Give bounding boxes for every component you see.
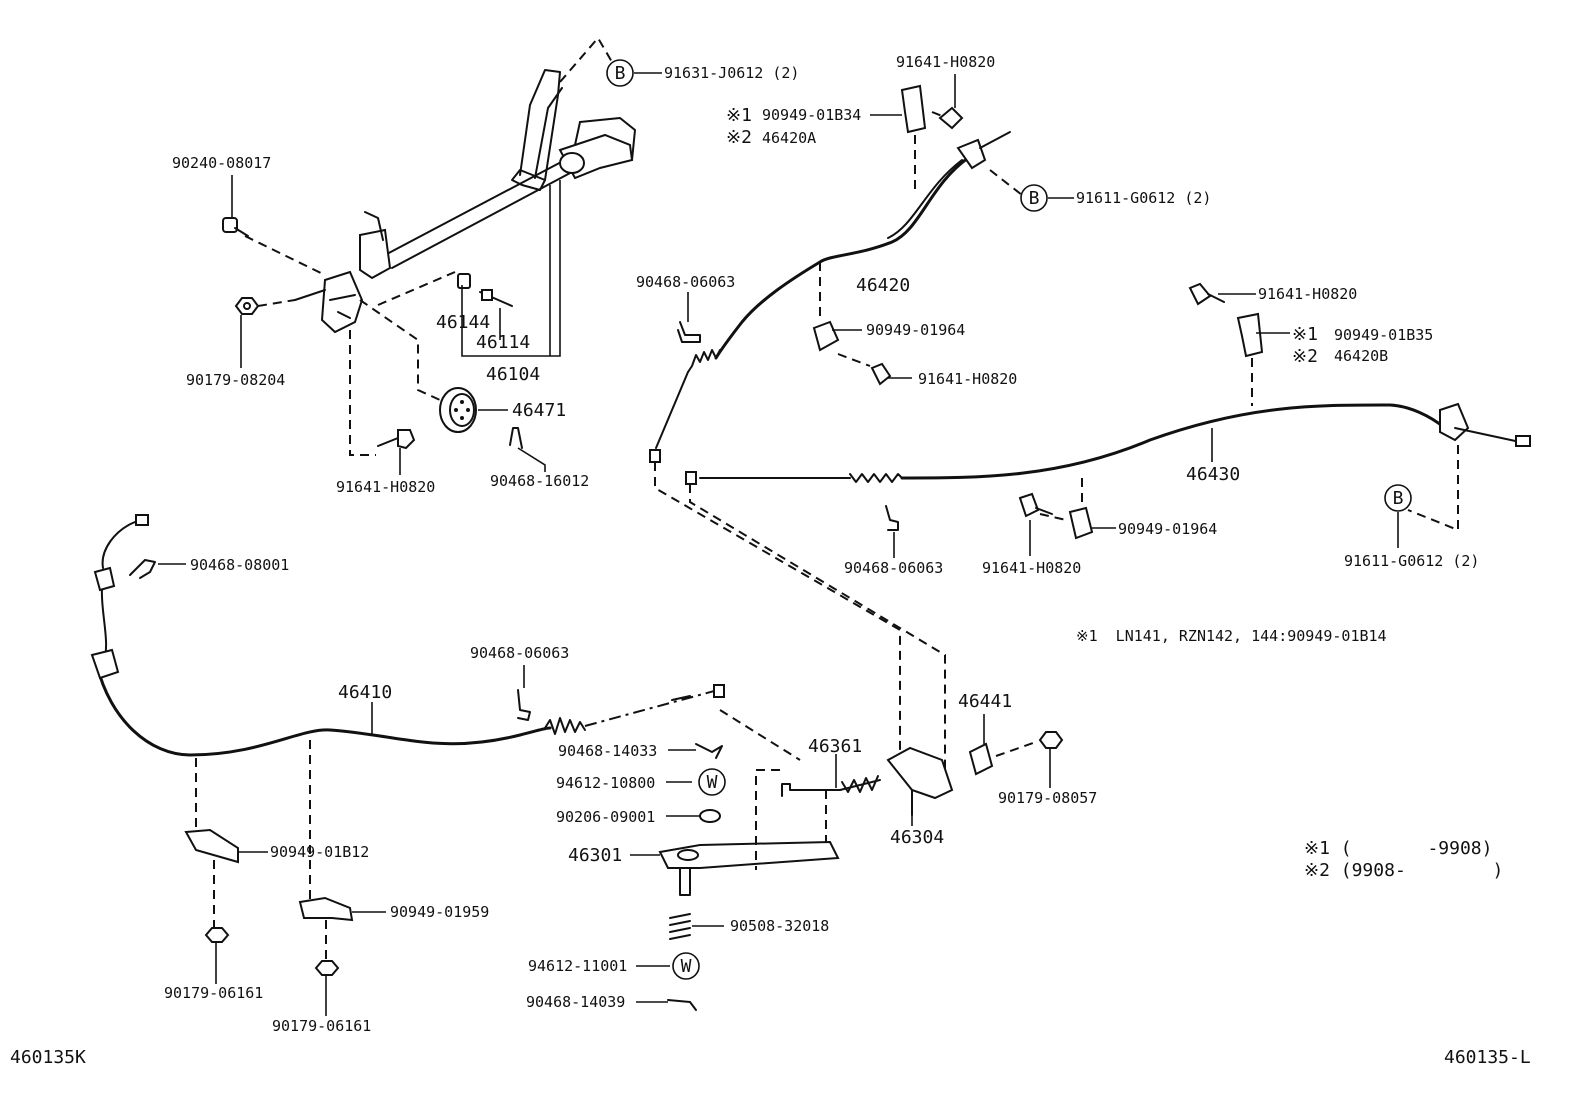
label-90949-01964-b: 90949-01964	[1118, 520, 1217, 538]
marker-b-3: B	[1393, 488, 1404, 509]
note-models: ※1 LN141, RZN142, 144:90949-01B14	[1076, 627, 1387, 645]
note-date-1: ※1 ( -9908)	[1304, 838, 1492, 859]
cable-46420-dash	[819, 111, 1023, 367]
label-90468-14039: 90468-14039	[526, 993, 625, 1011]
equalizer-assembly	[658, 731, 1064, 1011]
label-90949-01964-a: 90949-01964	[866, 321, 965, 339]
equalizer-dash	[755, 741, 1037, 870]
label-90468-06063-b: 90468-06063	[844, 559, 943, 577]
cable-46430-dash	[654, 358, 1459, 780]
label-90949-01b34: 90949-01B34	[762, 106, 861, 124]
label-46471: 46471	[512, 400, 566, 421]
label-91631-j0612: 91631-J0612 (2)	[664, 64, 799, 82]
label-91611-g0612-b: 91611-G0612 (2)	[1344, 552, 1479, 570]
label-91641-h0820-d: 91641-H0820	[1258, 285, 1357, 303]
label-90949-01b12: 90949-01B12	[270, 843, 369, 861]
label-mark2-top: ※2	[726, 127, 752, 148]
cable-46420	[649, 84, 1011, 463]
notes: ※1 LN141, RZN142, 144:90949-01B14 ※1 ( -…	[1076, 627, 1503, 881]
lever-dash-lines	[244, 36, 613, 456]
label-46420b: 46420B	[1334, 347, 1388, 365]
footer-code-right: 460135-L	[1444, 1047, 1531, 1068]
note-date-2: ※2 (9908- )	[1304, 860, 1503, 881]
label-46304: 46304	[890, 827, 944, 848]
label-90179-06161-b: 90179-06161	[272, 1017, 371, 1035]
label-90949-01b35: 90949-01B35	[1334, 326, 1433, 344]
marker-w-1: W	[707, 772, 718, 793]
cable-46410	[90, 514, 725, 976]
footer-code-left: 460135K	[10, 1047, 86, 1068]
label-46430: 46430	[1186, 464, 1240, 485]
label-90949-01959: 90949-01959	[390, 903, 489, 921]
marker-w-2: W	[681, 956, 692, 977]
cable-46430	[685, 282, 1531, 540]
label-mark2-right: ※2	[1292, 346, 1318, 367]
label-90179-06161-a: 90179-06161	[164, 984, 263, 1002]
label-46420: 46420	[856, 275, 910, 296]
label-91641-h0820-b: 91641-H0820	[896, 53, 995, 71]
circled-markers: B B B W W	[606, 59, 1412, 980]
label-94612-10800: 94612-10800	[556, 774, 655, 792]
label-90508-32018: 90508-32018	[730, 917, 829, 935]
label-46361: 46361	[808, 736, 862, 757]
label-90179-08057: 90179-08057	[998, 789, 1097, 807]
label-90468-06063-a: 90468-06063	[636, 273, 735, 291]
marker-b-1: B	[615, 63, 626, 84]
label-46301: 46301	[568, 845, 622, 866]
label-90468-14033: 90468-14033	[558, 742, 657, 760]
label-mark1-top: ※1	[726, 105, 752, 126]
label-46114: 46114	[476, 332, 530, 353]
label-91641-h0820-c: 91641-H0820	[918, 370, 1017, 388]
label-46144: 46144	[436, 312, 490, 333]
label-90206-09001: 90206-09001	[556, 808, 655, 826]
label-91641-h0820-a: 91641-H0820	[336, 478, 435, 496]
label-90179-08204: 90179-08204	[186, 371, 285, 389]
label-91641-h0820-e: 91641-H0820	[982, 559, 1081, 577]
label-90468-06063-c: 90468-06063	[470, 644, 569, 662]
label-46410: 46410	[338, 682, 392, 703]
label-46441: 46441	[958, 691, 1012, 712]
marker-b-2: B	[1029, 188, 1040, 209]
part-labels: 91631-J0612 (2) 90240-08017 90179-08204 …	[164, 53, 1479, 1035]
label-mark1-right: ※1	[1292, 324, 1318, 345]
label-46420a: 46420A	[762, 129, 816, 147]
label-46104: 46104	[486, 364, 540, 385]
label-91611-g0612-a: 91611-G0612 (2)	[1076, 189, 1211, 207]
label-90468-16012: 90468-16012	[490, 472, 589, 490]
label-90468-08001: 90468-08001	[190, 556, 289, 574]
label-90240-08017: 90240-08017	[172, 154, 271, 172]
cable-46410-dash	[195, 709, 801, 962]
leader-lines	[158, 72, 1399, 1016]
label-94612-11001: 94612-11001	[528, 957, 627, 975]
footer: 460135K 460135-L	[10, 1047, 1531, 1068]
lever-assembly	[222, 69, 636, 450]
